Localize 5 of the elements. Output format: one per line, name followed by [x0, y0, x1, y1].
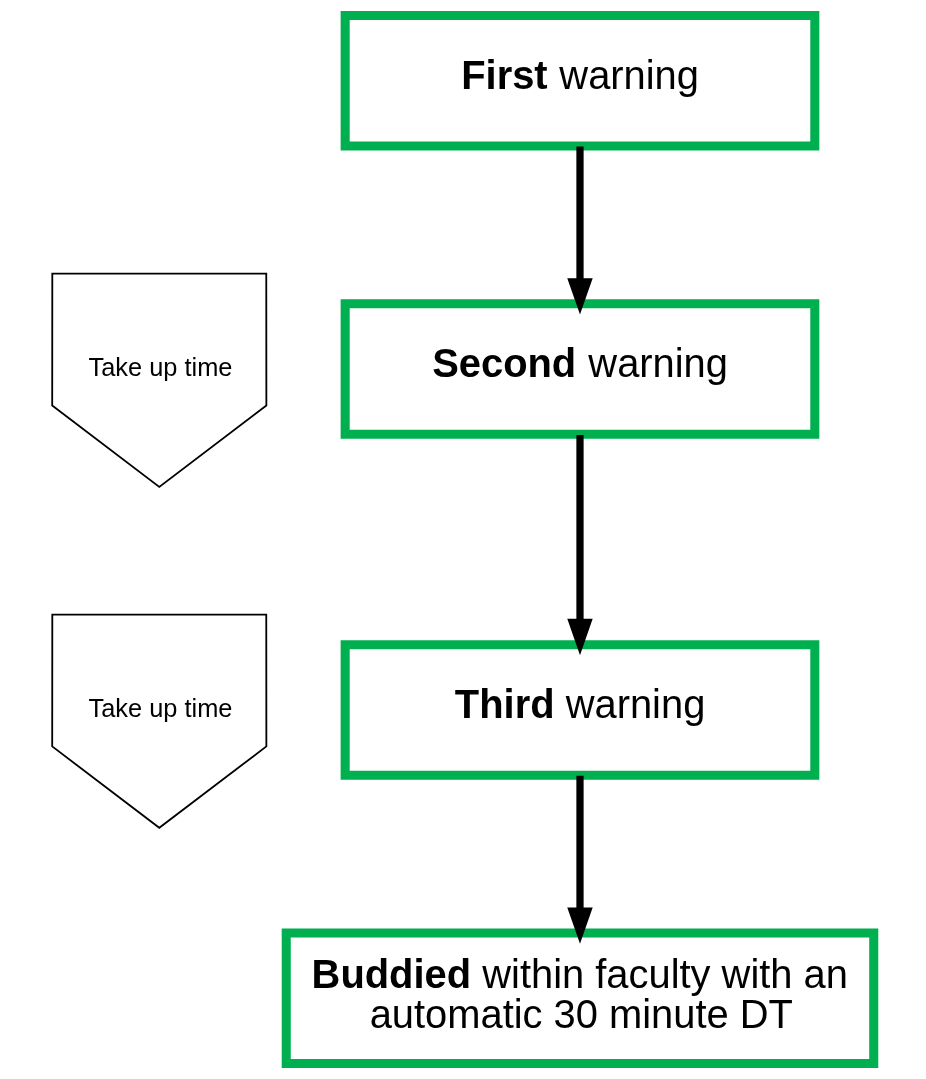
node-box: Buddied within faculty with an automatic 30 minute DT — [281, 928, 879, 1069]
node-box: Second warning — [340, 299, 820, 439]
node-box: Third warning — [340, 640, 820, 780]
node-box: First warning — [340, 10, 820, 151]
arrow — [567, 775, 593, 944]
